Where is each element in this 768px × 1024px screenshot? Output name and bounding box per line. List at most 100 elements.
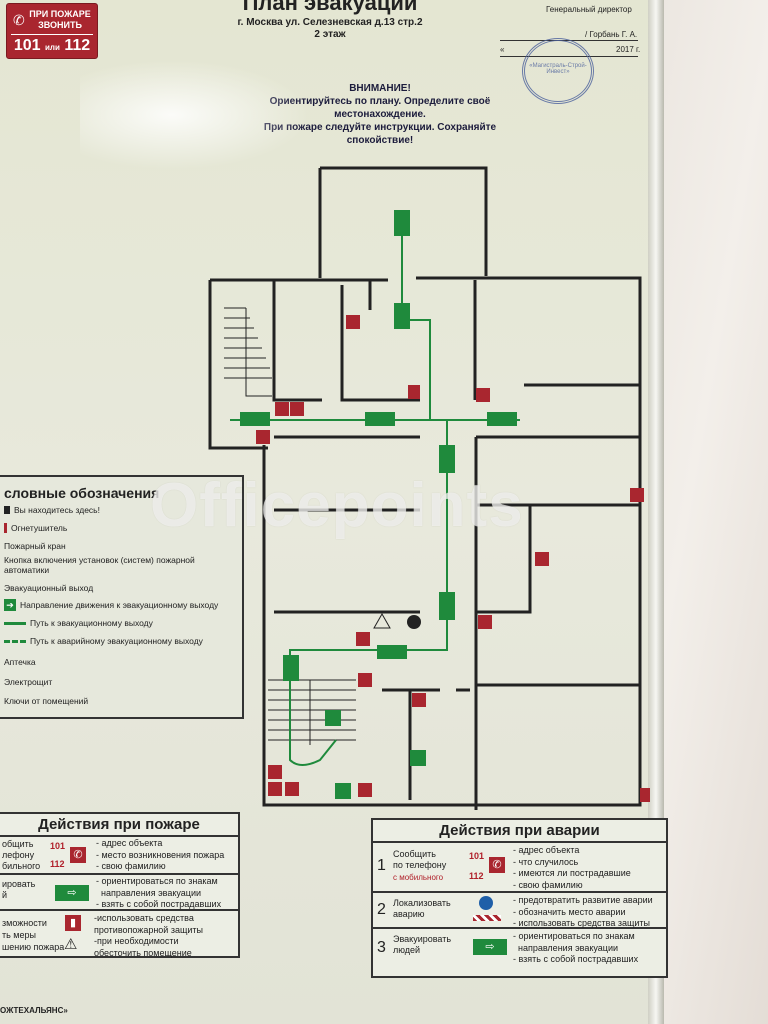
you-are-here-icon — [4, 506, 10, 514]
protection-icon — [479, 896, 493, 910]
footer-company: ОЖТЕХАЛЬЯНС» — [0, 1006, 68, 1015]
step-number: 2 — [377, 901, 386, 918]
fire-actions-table: Действия при пожаре общить лефону бильно… — [0, 812, 240, 958]
step-number: 3 — [377, 939, 386, 956]
attention-line1: Ориентируйтесь по плану. Определите своё… — [269, 96, 491, 120]
row-item: - взять с собой пострадавших — [96, 899, 222, 909]
row-item: - предотвратить развитие аварии — [513, 895, 653, 905]
company-stamp: «Магистраль-Строй-Инвест» — [522, 38, 594, 104]
fire-actions-title: Действия при пожаре — [0, 814, 238, 837]
fire-row-3: зможности ть меры шению пожара ▮ ⚠ -испо… — [0, 911, 238, 959]
row-item: - использовать средства защиты — [513, 918, 651, 928]
legend-item: Путь к аварийному эвакуационному выходу — [30, 636, 203, 646]
row-label: Эвакуировать людей — [393, 934, 452, 955]
dashed-path-icon — [4, 639, 26, 643]
legend-item: Эвакуационный выход — [4, 583, 94, 593]
legend-item: Путь к эвакуационному выходу — [30, 618, 153, 628]
director-name: / Горбань Г. А. — [585, 30, 638, 39]
path-line-icon — [4, 621, 26, 625]
phone-number: 101 — [469, 851, 485, 861]
sticker-num2: 112 — [64, 37, 91, 54]
accident-actions-title: Действия при аварии — [373, 820, 666, 843]
row-item: - место возникновения пожара — [96, 849, 225, 860]
legend-item: Электрощит — [4, 677, 53, 687]
warning-icon: ⚠ — [64, 936, 78, 953]
phone-number: 101 — [50, 841, 66, 851]
accident-row-1: 1 Сообщить по телефону с мобильного 101 … — [373, 843, 666, 893]
page-title: План эвакуации — [242, 0, 418, 15]
extinguisher-icon — [4, 523, 7, 533]
row-item: направления эвакуации — [96, 887, 201, 898]
legend-item: Аптечка — [4, 657, 36, 667]
approval-year: 2017 г. — [616, 45, 641, 54]
you-are-here-icon — [407, 615, 421, 629]
extinguisher-icon: ▮ — [65, 915, 81, 931]
row-item: - ориентироваться по знакам — [96, 876, 218, 886]
legend-item: Ключи от помещений — [4, 696, 89, 706]
accident-row-2: 2 Локализовать аварию - предотвратить ра… — [373, 893, 666, 929]
row-item: - обозначить место аварии — [513, 906, 626, 917]
legend-item: Вы находитесь здесь! — [14, 505, 100, 515]
row-item: - адрес объекта — [513, 845, 580, 855]
accident-actions-table: Действия при аварии 1 Сообщить по телефо… — [371, 818, 668, 978]
fire-row-1: общить лефону бильного 101 112 ✆ - адрес… — [0, 837, 238, 875]
phone-icon: ✆ — [70, 847, 86, 863]
address-text: г. Москва ул. Селезневская д.13 стр.2 — [237, 17, 423, 28]
phone-icon: ✆ — [13, 12, 25, 28]
row-item: направления эвакуации — [513, 942, 618, 953]
legend-item: Огнетушитель — [11, 523, 68, 533]
director-role: Генеральный директор — [546, 5, 632, 14]
sticker-line2: ЗВОНИТЬ — [38, 20, 82, 30]
legend: словные обозначения Вы находитесь здесь!… — [0, 475, 244, 719]
walls — [208, 166, 642, 810]
sticker-num1: 101 — [13, 37, 41, 54]
hazard-tape-icon — [473, 915, 501, 921]
row-item: - свою фамилию — [96, 861, 166, 871]
row-label: ировать й — [2, 879, 36, 900]
row-item: -при необходимости — [94, 936, 179, 946]
sticker-line1: ПРИ ПОЖАРЕ — [29, 9, 91, 19]
floor-plan — [208, 166, 650, 810]
row-item: -использовать средства — [94, 913, 194, 923]
row-item: - адрес объекта — [96, 838, 163, 848]
exit-sign-icon: ⇨ — [473, 939, 507, 955]
exit-sign-icon: ⇨ — [55, 885, 89, 901]
row-item: - имеются ли пострадавшие — [513, 868, 631, 878]
stairs — [224, 307, 356, 745]
fire-equipment — [256, 315, 650, 802]
row-label: Локализовать аварию — [393, 898, 451, 919]
row-label-mobile: с мобильного — [393, 873, 444, 882]
marble-wall — [662, 0, 768, 1024]
legend-item: Кнопка включения установок (систем) пожа… — [4, 555, 195, 575]
phone-number: 112 — [50, 859, 65, 869]
phone-icon: ✆ — [489, 857, 505, 873]
row-item: - свою фамилию — [513, 879, 583, 890]
direction-arrow-icon: ➔ — [4, 599, 16, 611]
exit-signs — [240, 210, 517, 799]
legend-item: Пожарный кран — [4, 541, 66, 551]
floor-label: 2 этаж — [314, 29, 346, 40]
row-item: - ориентироваться по знакам — [513, 931, 635, 941]
row-item: противопожарной защиты — [94, 924, 203, 935]
legend-item: Направление движения к эвакуационному вы… — [20, 600, 219, 610]
row-item: обесточить помещение — [94, 947, 192, 958]
fire-row-2: ировать й ⇨ - ориентироваться по знакам … — [0, 875, 238, 911]
attention-notice: ВНИМАНИЕ! Ориентируйтесь по плану. Опред… — [240, 82, 520, 147]
row-item: - взять с собой пострадавших — [513, 954, 639, 964]
electrical-panel-icon — [373, 612, 391, 629]
glass-glare — [80, 60, 310, 170]
date-prefix: « — [500, 45, 505, 54]
attention-line2: При пожаре следуйте инструкции. Сохраняй… — [263, 122, 497, 146]
step-number: 1 — [377, 857, 386, 874]
legend-title: словные обозначения — [4, 485, 160, 501]
accident-row-3: 3 Эвакуировать людей ⇨ - ориентироваться… — [373, 929, 666, 969]
row-label: Сообщить по телефону — [393, 849, 447, 870]
row-label: зможности ть меры шению пожара — [2, 918, 65, 952]
attention-title: ВНИМАНИЕ! — [349, 83, 411, 94]
phone-number: 112 — [469, 871, 484, 881]
row-item: - что случилось — [513, 856, 579, 867]
frame-edge — [648, 0, 664, 1024]
row-label: общить лефону бильного — [2, 839, 41, 871]
